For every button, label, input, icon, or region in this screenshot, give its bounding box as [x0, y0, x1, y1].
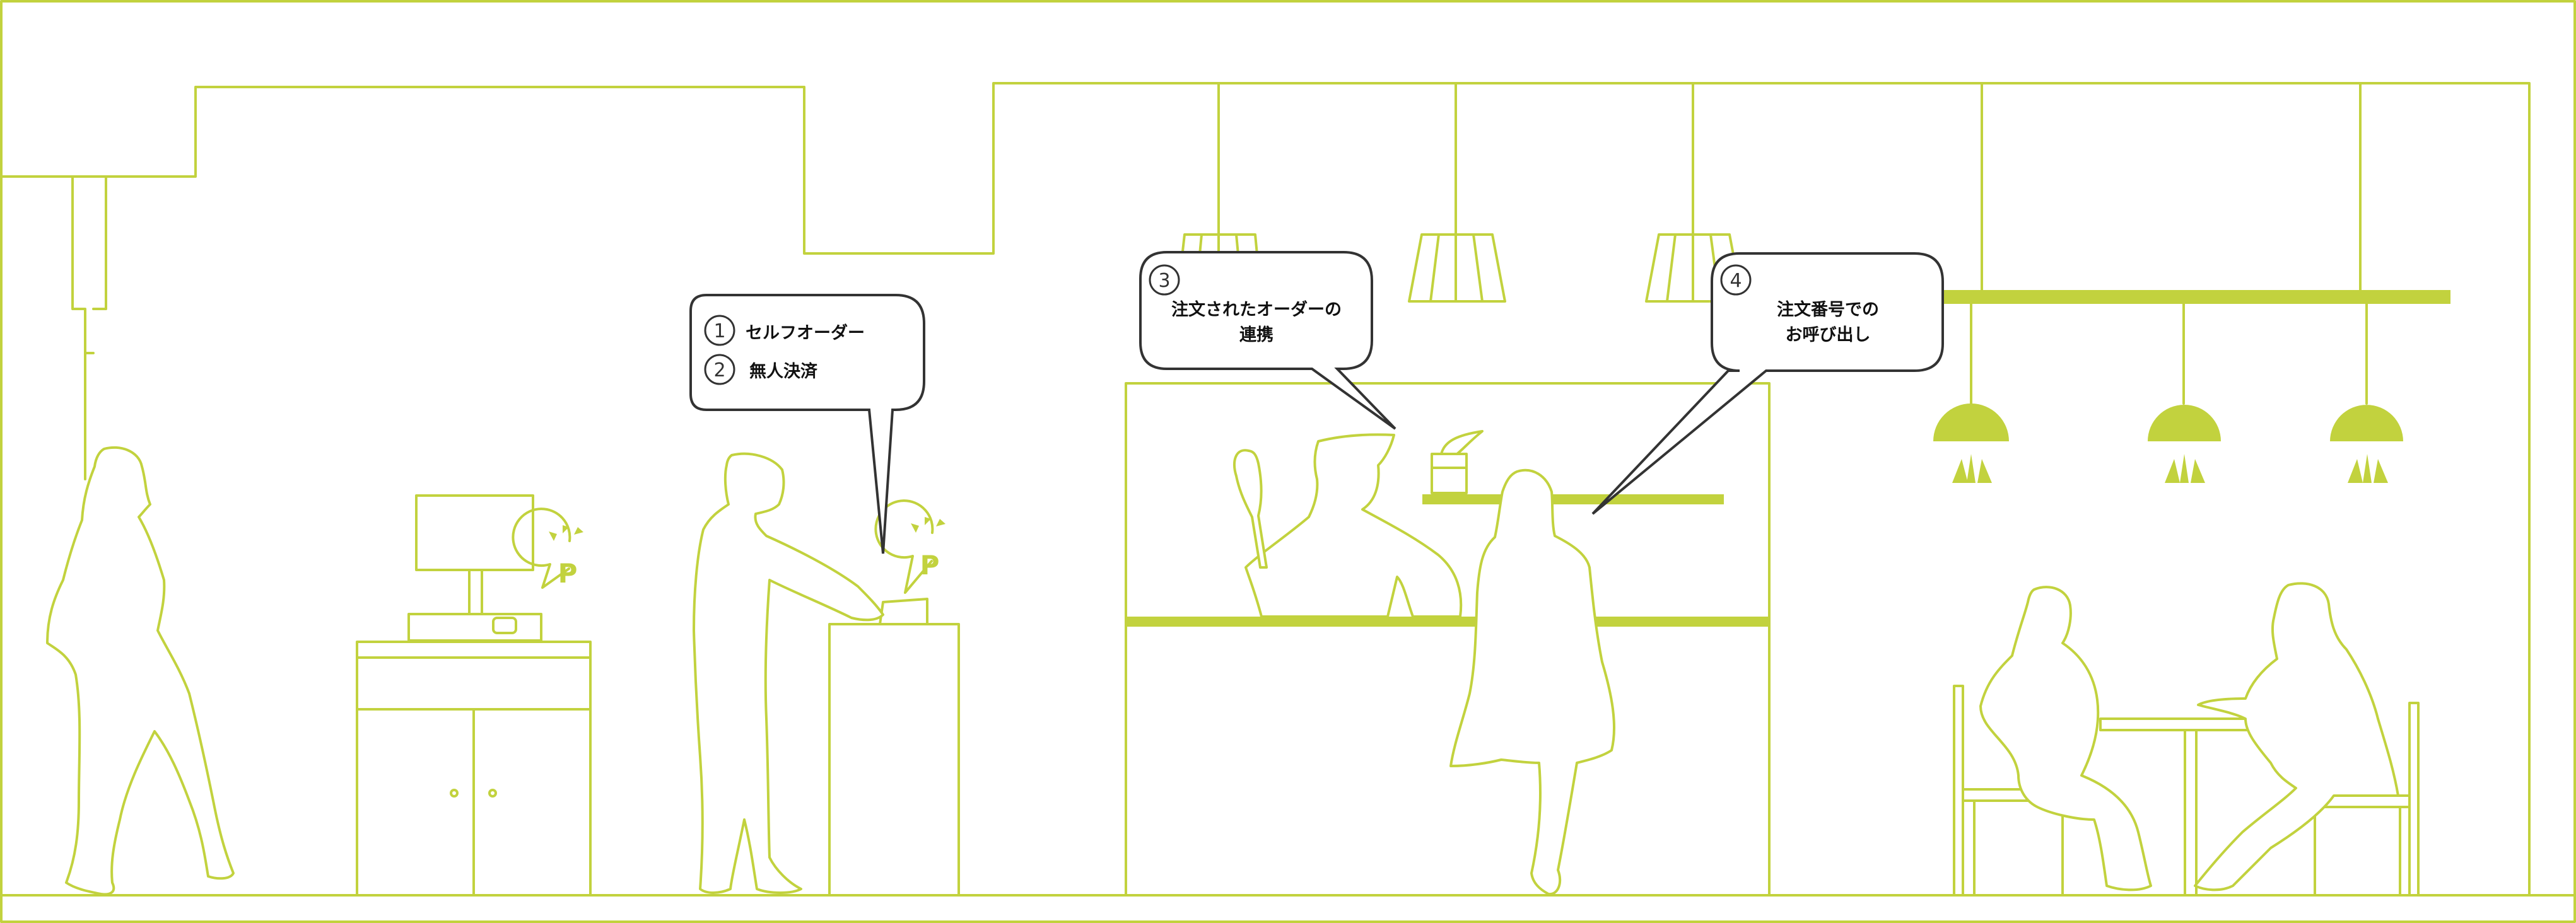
callout-order-linking: 3 注文されたオーダーの 連携: [1139, 251, 1396, 430]
callout-number: 1: [713, 320, 725, 342]
callout-self-order-payment: 1 セルフオーダー 2 無人決済: [689, 294, 925, 554]
diner-left: [1979, 586, 2152, 891]
callout-text: 連携: [1239, 325, 1273, 345]
entrance-pillar: [71, 175, 107, 480]
pendant-lamp-2: [1408, 82, 1506, 303]
dining-area: [1953, 685, 2420, 897]
callout-text: セルフオーダー: [746, 323, 865, 343]
callout-text: 注文番号での: [1777, 299, 1879, 320]
callout-number: 2: [713, 359, 725, 381]
callout-number-calling: 4 注文番号での お呼び出し: [1591, 252, 1944, 515]
dining-lights: [1930, 82, 2450, 483]
callout-text: 無人決済: [749, 361, 818, 381]
self-order-kiosk: [356, 494, 592, 897]
callout-text: 注文されたオーダーの: [1171, 299, 1342, 320]
callout-number: 4: [1730, 270, 1742, 292]
ceiling-outline: [0, 82, 2531, 897]
callout-number: 3: [1158, 270, 1170, 292]
diner-right: [2194, 582, 2399, 891]
payment-terminal-stand: [828, 598, 960, 897]
ladle-icon: [1232, 449, 1268, 569]
walking-person: [46, 446, 235, 896]
order-printer-icon: [1431, 430, 1484, 494]
payment-badge-1: P: [512, 508, 583, 589]
customer-at-counter: [1449, 468, 1615, 896]
customer-at-terminal: [693, 452, 884, 894]
kitchen-window: [1125, 382, 1771, 897]
payment-badge-letter: P: [558, 558, 578, 589]
payment-badge-letter: P: [920, 550, 940, 581]
chef-figure: [1244, 433, 1463, 618]
callout-text: お呼び出し: [1786, 325, 1871, 345]
